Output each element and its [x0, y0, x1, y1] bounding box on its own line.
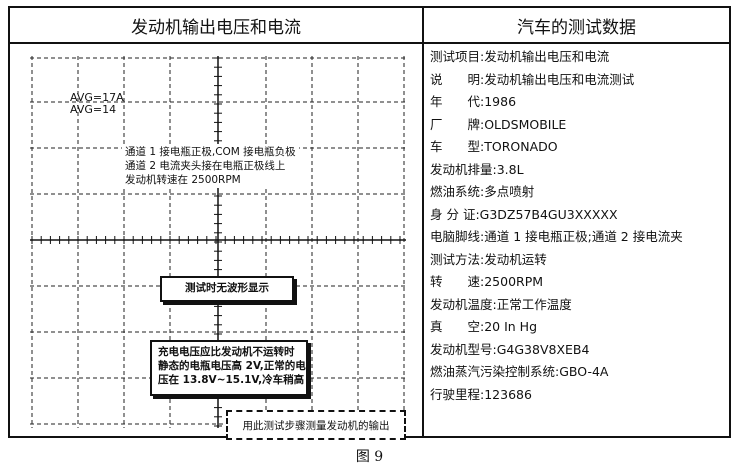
charge-line: 充电电压应比发动机不运转时: [158, 346, 295, 358]
info-row-evap-system: 燃油蒸汽污染控制系统:GBO-4A: [430, 364, 609, 379]
charge-line: 静态的电瓶电压高 2V,正常的电: [158, 360, 306, 372]
info-row-year: 年 代:1986: [430, 94, 517, 109]
note-line: 发动机转速在 2500RPM: [125, 174, 241, 186]
test-data-list: 测试项目:发动机输出电压和电流 说 明:发动机输出电压和电流测试 年 代:198…: [430, 46, 725, 406]
figure-caption: 图 9: [355, 449, 384, 465]
avg-current-readout: AVG=17A: [70, 91, 124, 104]
info-row-make: 厂 牌:OLDSMOBILE: [430, 116, 567, 132]
panel-divider: [422, 8, 424, 436]
avg-voltage-readout: AVG=14: [70, 103, 117, 116]
axis-ticks: [31, 57, 401, 427]
info-row-engine-code: 发动机型号:G4G38V8XEB4: [430, 341, 590, 357]
info-row-vacuum: 真 空:20 In Hg: [430, 319, 538, 334]
info-row-model: 车 型:TORONADO: [430, 139, 558, 154]
info-row-pin-connection: 电脑脚线:通道 1 接电瓶正极;通道 2 接电流夹: [430, 229, 683, 244]
probe-connection-note: 通道 1 接电瓶正极,COM 接电瓶负极 通道 2 电流夹头接在电瓶正极线上 发…: [122, 144, 299, 188]
right-panel-title: 汽车的测试数据: [424, 8, 729, 44]
info-row-rpm: 转 速:2500RPM: [430, 274, 544, 289]
info-row-vin: 身 分 证:G3DZ57B4GU3XXXXX: [430, 206, 618, 222]
charging-voltage-note: 充电电压应比发动机不运转时 静态的电瓶电压高 2V,正常的电 压在 13.8V~…: [150, 340, 308, 396]
info-row-test-item: 测试项目:发动机输出电压和电流: [430, 49, 610, 64]
oscilloscope-grid: AVG=17A AVG=14 通道 1 接电瓶正极,COM 接电瓶负极 通道 2…: [30, 56, 406, 440]
note-line: 通道 2 电流夹头接在电瓶正极线上: [125, 160, 286, 172]
info-row-fuel-system: 燃油系统:多点喷射: [430, 184, 535, 199]
charge-line: 压在 13.8V~15.1V,冷车稍高: [158, 374, 305, 386]
left-panel-title: 发动机输出电压和电流: [10, 8, 422, 44]
info-row-test-method: 测试方法:发动机运转: [430, 251, 547, 267]
info-row-displacement: 发动机排量:3.8L: [430, 161, 524, 177]
info-row-mileage: 行驶里程:123686: [430, 386, 532, 402]
info-row-engine-temp: 发动机温度:正常工作温度: [430, 296, 572, 312]
info-row-description: 说 明:发动机输出电压和电流测试: [430, 71, 635, 87]
figure-frame: 发动机输出电压和电流 汽车的测试数据: [8, 6, 731, 440]
procedure-note: 用此测试步骤测量发动机的输出: [226, 410, 406, 440]
no-waveform-label: 测试时无波形显示: [160, 276, 294, 302]
note-line: 通道 1 接电瓶正极,COM 接电瓶负极: [125, 146, 296, 158]
